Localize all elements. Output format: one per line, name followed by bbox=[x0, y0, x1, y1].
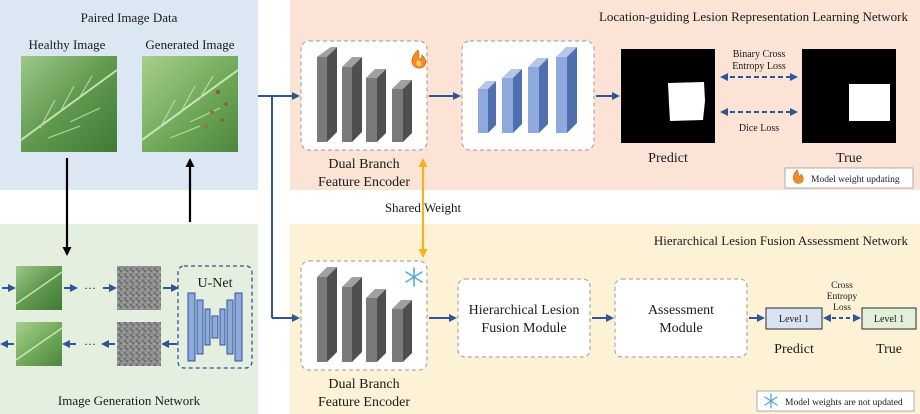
top-legend-text: Model weight updating bbox=[811, 175, 900, 185]
healthy-leaf-image bbox=[20, 56, 118, 152]
bottom-panel-title: Hierarchical Lesion Fusion Assessment Ne… bbox=[654, 233, 909, 248]
bottom-encoder-label-2: Feature Encoder bbox=[318, 395, 410, 410]
level-true-text: Level 1 bbox=[874, 314, 904, 325]
fusion-module-box bbox=[457, 278, 591, 358]
legend-snowflake-icon bbox=[764, 393, 778, 409]
ce-loss-label-1: Cross bbox=[831, 281, 853, 291]
bottom-encoder-blocks bbox=[317, 267, 412, 362]
bottom-true-label: True bbox=[876, 342, 902, 357]
gen-ellipsis-bottom: ··· bbox=[84, 337, 96, 351]
gen-leaf-bottom bbox=[15, 322, 63, 366]
assessment-module-label-2: Module bbox=[659, 321, 703, 336]
connector-to-networks bbox=[258, 95, 273, 318]
bottom-legend-box bbox=[756, 390, 915, 412]
gen-ellipsis-top: ··· bbox=[84, 281, 96, 295]
unet-icon bbox=[187, 292, 243, 362]
top-encoder-blocks bbox=[317, 47, 412, 142]
legend-flame-icon bbox=[792, 169, 804, 184]
bce-loss-label-1: Binary Cross bbox=[733, 49, 786, 60]
unet-label: U-Net bbox=[198, 276, 233, 291]
snowflake-icon bbox=[405, 267, 423, 287]
top-decoder-blocks bbox=[478, 47, 577, 133]
top-true-label: True bbox=[836, 151, 862, 166]
fusion-module-label-2: Fusion Module bbox=[481, 321, 566, 336]
flame-icon bbox=[411, 49, 427, 69]
bottom-predict-label: Predict bbox=[774, 342, 814, 357]
generated-leaf-image bbox=[141, 56, 239, 152]
fusion-module-label-1: Hierarchical Lesion bbox=[469, 303, 580, 318]
ce-loss-label-3: Loss bbox=[833, 303, 851, 313]
bce-loss-label-2: Entropy Loss bbox=[732, 61, 786, 72]
gen-noise-top bbox=[117, 266, 161, 310]
generated-image-label: Generated Image bbox=[145, 37, 234, 52]
assessment-module-box bbox=[614, 278, 748, 358]
top-encoder-label-2: Feature Encoder bbox=[318, 175, 410, 190]
level-predict-box bbox=[765, 307, 823, 330]
assessment-module-label-1: Assessment bbox=[648, 303, 714, 318]
bottom-legend-text: Model weights are not updated bbox=[785, 398, 903, 408]
top-predict-label: Predict bbox=[648, 151, 688, 166]
ce-loss-label-2: Entropy bbox=[827, 292, 858, 302]
top-encoder-label-1: Dual Branch bbox=[328, 157, 399, 172]
image-generation-panel bbox=[0, 224, 258, 414]
gen-noise-bottom bbox=[117, 322, 161, 366]
level-true-box bbox=[861, 307, 917, 330]
dice-loss-label: Dice Loss bbox=[739, 123, 779, 134]
top-legend-box bbox=[784, 167, 914, 189]
shared-weight-label: Shared Weight bbox=[385, 200, 462, 215]
healthy-image-label: Healthy Image bbox=[29, 37, 106, 52]
true-mask-region bbox=[849, 84, 890, 121]
top-panel-title: Location-guiding Lesion Representation L… bbox=[599, 9, 909, 24]
generation-panel-title: Image Generation Network bbox=[58, 393, 201, 408]
predict-mask-region bbox=[668, 82, 705, 121]
unet-box bbox=[177, 265, 253, 369]
level-predict-text: Level 1 bbox=[779, 314, 809, 325]
gen-leaf-top bbox=[15, 266, 63, 310]
bottom-encoder-label-1: Dual Branch bbox=[328, 377, 399, 392]
paired-panel-title: Paired Image Data bbox=[81, 10, 178, 25]
